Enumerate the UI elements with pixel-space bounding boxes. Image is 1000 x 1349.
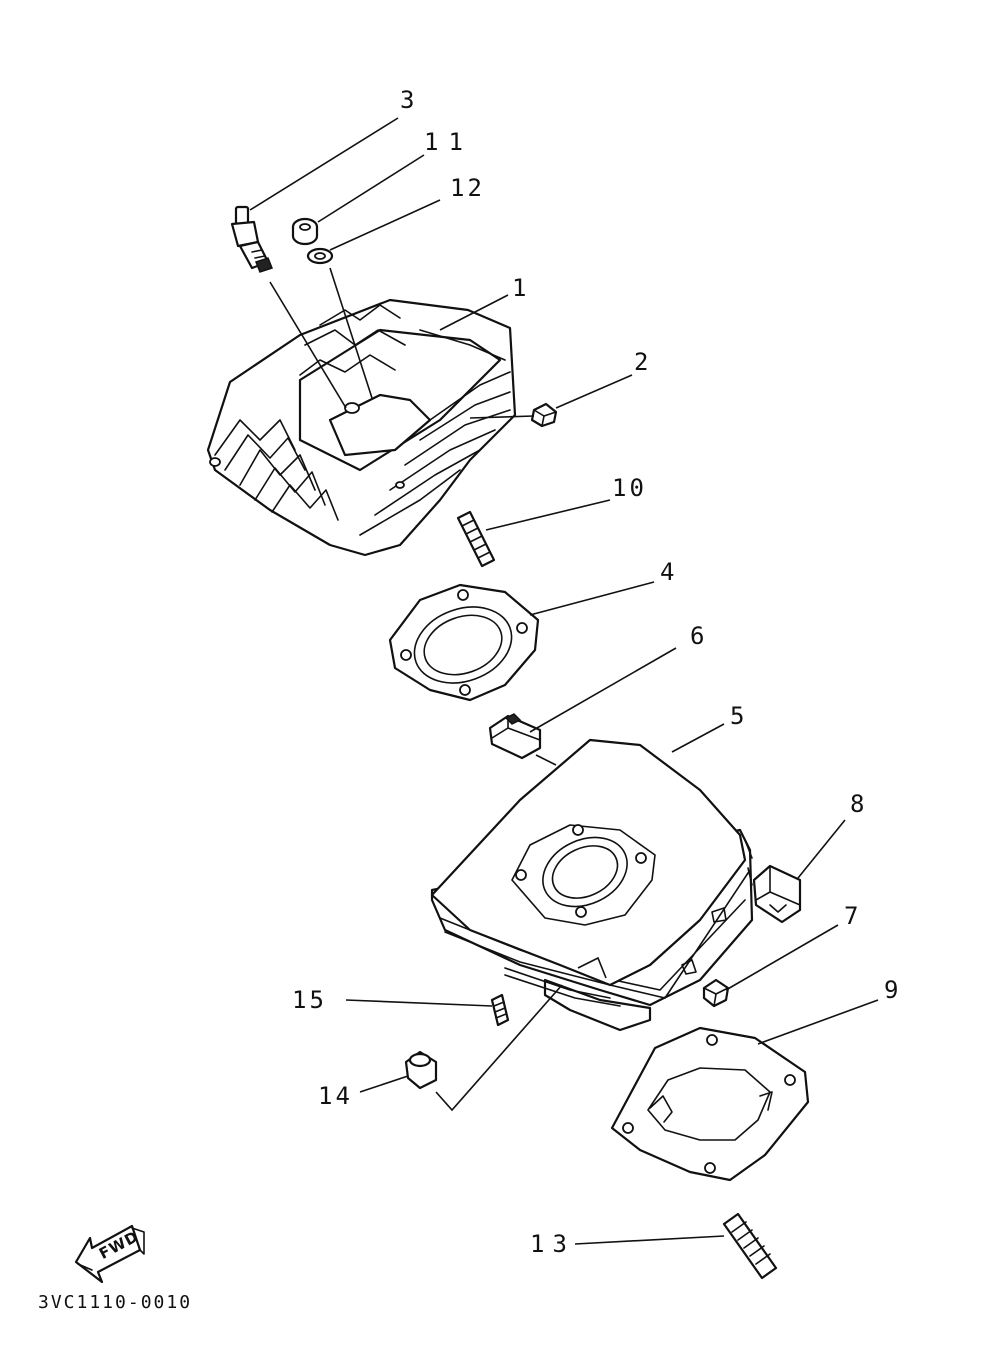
part-12-washer [306,247,334,265]
part-3-spark-plug [230,205,273,273]
callout-11: 11 [424,128,473,156]
part-2-nut [530,402,558,428]
part-11-nut [291,217,319,246]
part-15-dowel-pin [490,993,510,1027]
callout-10: 10 [612,474,647,502]
part-10-stud [456,510,496,568]
callout-5: 5 [730,702,748,730]
part-13-stud [722,1212,778,1280]
part-7-nut [702,978,730,1008]
callout-12: 12 [450,174,485,202]
callout-4: 4 [660,558,678,586]
callout-14: 14 [318,1082,353,1110]
callout-1: 1 [512,274,530,302]
callout-15: 15 [292,986,327,1014]
diagram-code: 3VC1110-0010 [38,1292,193,1313]
callout-3: 3 [400,86,418,114]
fwd-arrow [74,1224,145,1284]
part-4-head-gasket [388,583,540,702]
part-8-block [752,864,802,924]
part-5-cylinder [430,738,754,1032]
callout-2: 2 [634,348,652,376]
callout-6: 6 [690,622,708,650]
part-6-dowel [488,713,542,760]
callout-13: 13 [530,1230,575,1258]
part-14-nut [404,1050,438,1090]
part-1-cylinder-head [206,298,517,557]
callout-8: 8 [850,790,868,818]
part-9-base-gasket [610,1026,810,1182]
callout-9: 9 [884,976,902,1004]
leader-lines [249,117,879,1245]
callout-7: 7 [844,902,862,930]
